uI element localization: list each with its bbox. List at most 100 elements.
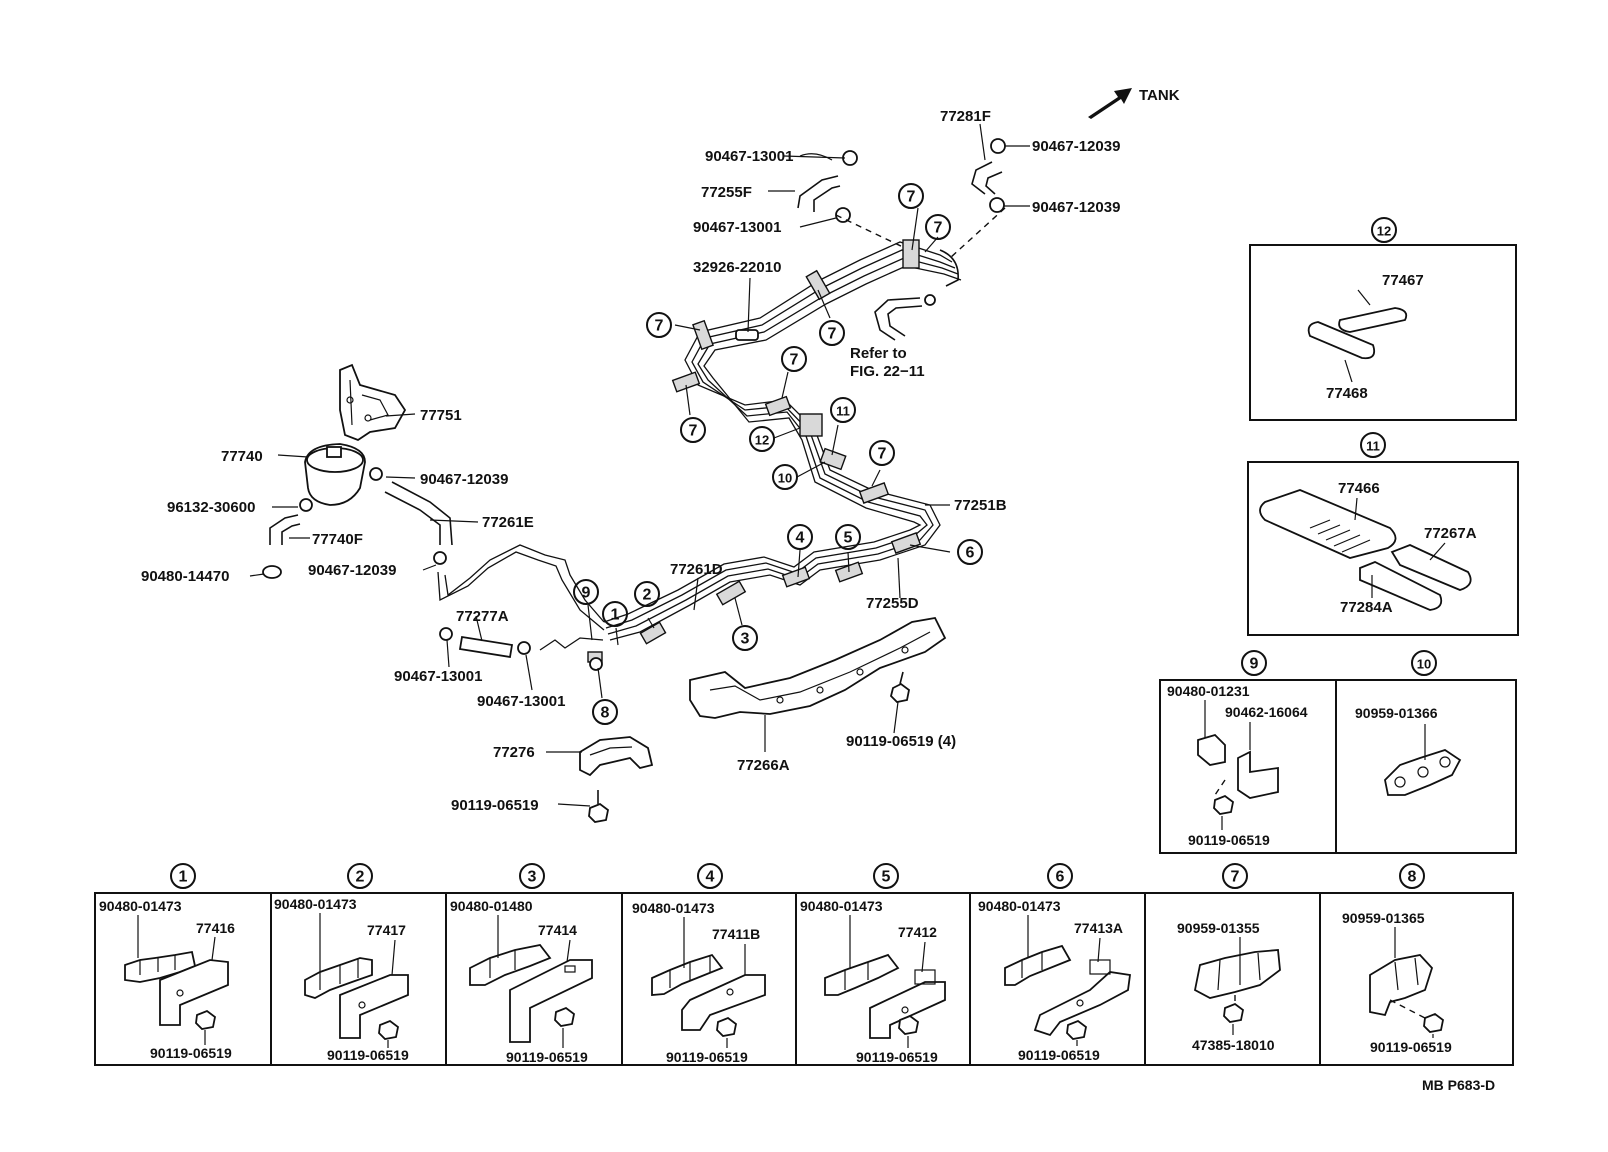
clip-90480-01231 [1197, 733, 1226, 766]
callout-10: 10 [1411, 650, 1437, 676]
label-bolt: 90119-06519 [327, 1047, 409, 1063]
label-90480-01231: 90480-01231 [1167, 683, 1250, 699]
panel-5: 5 90480-01473 77412 90119-06519 [800, 863, 946, 1065]
svg-text:12: 12 [755, 433, 769, 448]
callout-7: 7 [925, 214, 951, 240]
label-77266a: 77266A [737, 757, 790, 774]
svg-text:7: 7 [907, 189, 916, 206]
svg-text:6: 6 [1056, 869, 1065, 886]
bracket-icon [159, 959, 229, 1026]
label-bracket: 77411B [712, 926, 760, 942]
panel-9-10: 9 10 90480-01231 90462-16064 90119-06519… [1159, 650, 1517, 854]
label-90467-13001: 90467-13001 [477, 693, 565, 710]
refer-note-line1: Refer to [850, 345, 907, 362]
label-77466: 77466 [1338, 480, 1380, 497]
svg-text:9: 9 [1250, 656, 1259, 673]
label-bolt: 90119-06519 [506, 1049, 588, 1065]
tape-77284a [1359, 561, 1443, 611]
tank-arrow-icon [1088, 88, 1132, 119]
tube-to-canister [437, 544, 605, 651]
svg-text:3: 3 [528, 869, 537, 886]
panel-8: 8 90959-01365 90119-06519 [1342, 863, 1452, 1055]
label-77255d: 77255D [866, 595, 919, 612]
svg-text:5: 5 [844, 530, 853, 547]
bottom-dividers [270, 893, 1321, 1065]
label-77277a: 77277A [456, 608, 509, 625]
callout-10: 10 [772, 464, 798, 490]
label-bracket: 77416 [196, 920, 235, 936]
tape-77468 [1307, 321, 1376, 360]
label-77284a: 77284A [1340, 599, 1393, 616]
label-clip: 90480-01473 [99, 898, 182, 914]
bolt-icon [195, 1009, 216, 1030]
bracket-77266a [689, 616, 947, 719]
bolt-icon [588, 790, 609, 823]
callout-12: 12 [749, 426, 775, 452]
svg-text:7: 7 [655, 318, 664, 335]
svg-text:4: 4 [706, 869, 715, 886]
callout-9: 9 [573, 579, 599, 605]
canister-77740 [304, 443, 366, 506]
label-bolt: 90119-06519 [856, 1049, 938, 1065]
label-77255f: 77255F [701, 184, 752, 201]
callout-7: 7 [1222, 863, 1248, 889]
label-bracket: 77414 [538, 922, 577, 938]
clamp-icon [835, 138, 1006, 223]
label-90467-12039: 90467-12039 [420, 471, 508, 488]
part-labels: 90467-13001 77255F 90467-13001 77281F 90… [141, 108, 1120, 814]
panel-12-frame [1249, 244, 1517, 421]
callout-1: 1 [170, 863, 196, 889]
hose-77740f [269, 514, 301, 545]
label-bolt: 47385-18010 [1192, 1037, 1275, 1053]
callout-4: 4 [787, 524, 813, 550]
label-32926-22010: 32926-22010 [693, 259, 781, 276]
label-clip: 90480-01480 [450, 898, 533, 914]
callout-3: 3 [519, 863, 545, 889]
svg-text:5: 5 [882, 869, 891, 886]
callout-7: 7 [869, 440, 895, 466]
leader-lines [799, 153, 833, 161]
bolt-icon [1213, 794, 1234, 815]
callout-2: 2 [634, 581, 660, 607]
callout-7: 7 [898, 183, 924, 209]
panel-6: 6 90480-01473 77413A 90119-06519 [978, 863, 1132, 1063]
bolt-icon [378, 1019, 399, 1040]
callout-5: 5 [873, 863, 899, 889]
panel-11: 11 77466 77267A 77284A [1247, 432, 1519, 636]
bracket-icon [681, 974, 766, 1031]
clamp-icon [262, 467, 531, 655]
bolt-icon [1223, 1002, 1244, 1023]
tube-end [939, 249, 959, 287]
clip-icon [304, 957, 373, 999]
label-77261d: 77261D [670, 561, 723, 578]
label-bolt: 90119-06519 [1018, 1047, 1100, 1063]
svg-text:2: 2 [643, 587, 652, 604]
bottom-panels-frame [94, 892, 1514, 1066]
tube-clip-icon [639, 239, 922, 645]
leader-lines [249, 123, 1371, 807]
svg-text:9: 9 [582, 585, 591, 602]
svg-text:10: 10 [778, 471, 792, 486]
bracket-icon [339, 974, 409, 1039]
clip-icon [124, 950, 197, 983]
svg-text:8: 8 [601, 705, 610, 722]
svg-text:6: 6 [966, 545, 975, 562]
assembly-line [835, 214, 906, 249]
clip-icon [651, 953, 724, 996]
callout-5: 5 [835, 524, 861, 550]
label-bolt: 90119-06519 [150, 1045, 232, 1061]
label-clip: 90959-01355 [1177, 920, 1260, 936]
u-tube [874, 297, 921, 341]
label-clip: 90480-01473 [274, 896, 357, 912]
figure-code: MB P683-D [1422, 1077, 1495, 1093]
svg-text:7: 7 [828, 326, 837, 343]
callout-7: 7 [781, 346, 807, 372]
callout-7: 7 [646, 312, 672, 338]
svg-text:11: 11 [836, 404, 850, 419]
clamp-icon [924, 294, 936, 306]
callout-12: 12 [1371, 217, 1397, 243]
label-77281f: 77281F [940, 108, 991, 125]
svg-text:7: 7 [790, 352, 799, 369]
bracket-90462-16064 [1237, 750, 1279, 799]
callout-7: 7 [680, 417, 706, 443]
